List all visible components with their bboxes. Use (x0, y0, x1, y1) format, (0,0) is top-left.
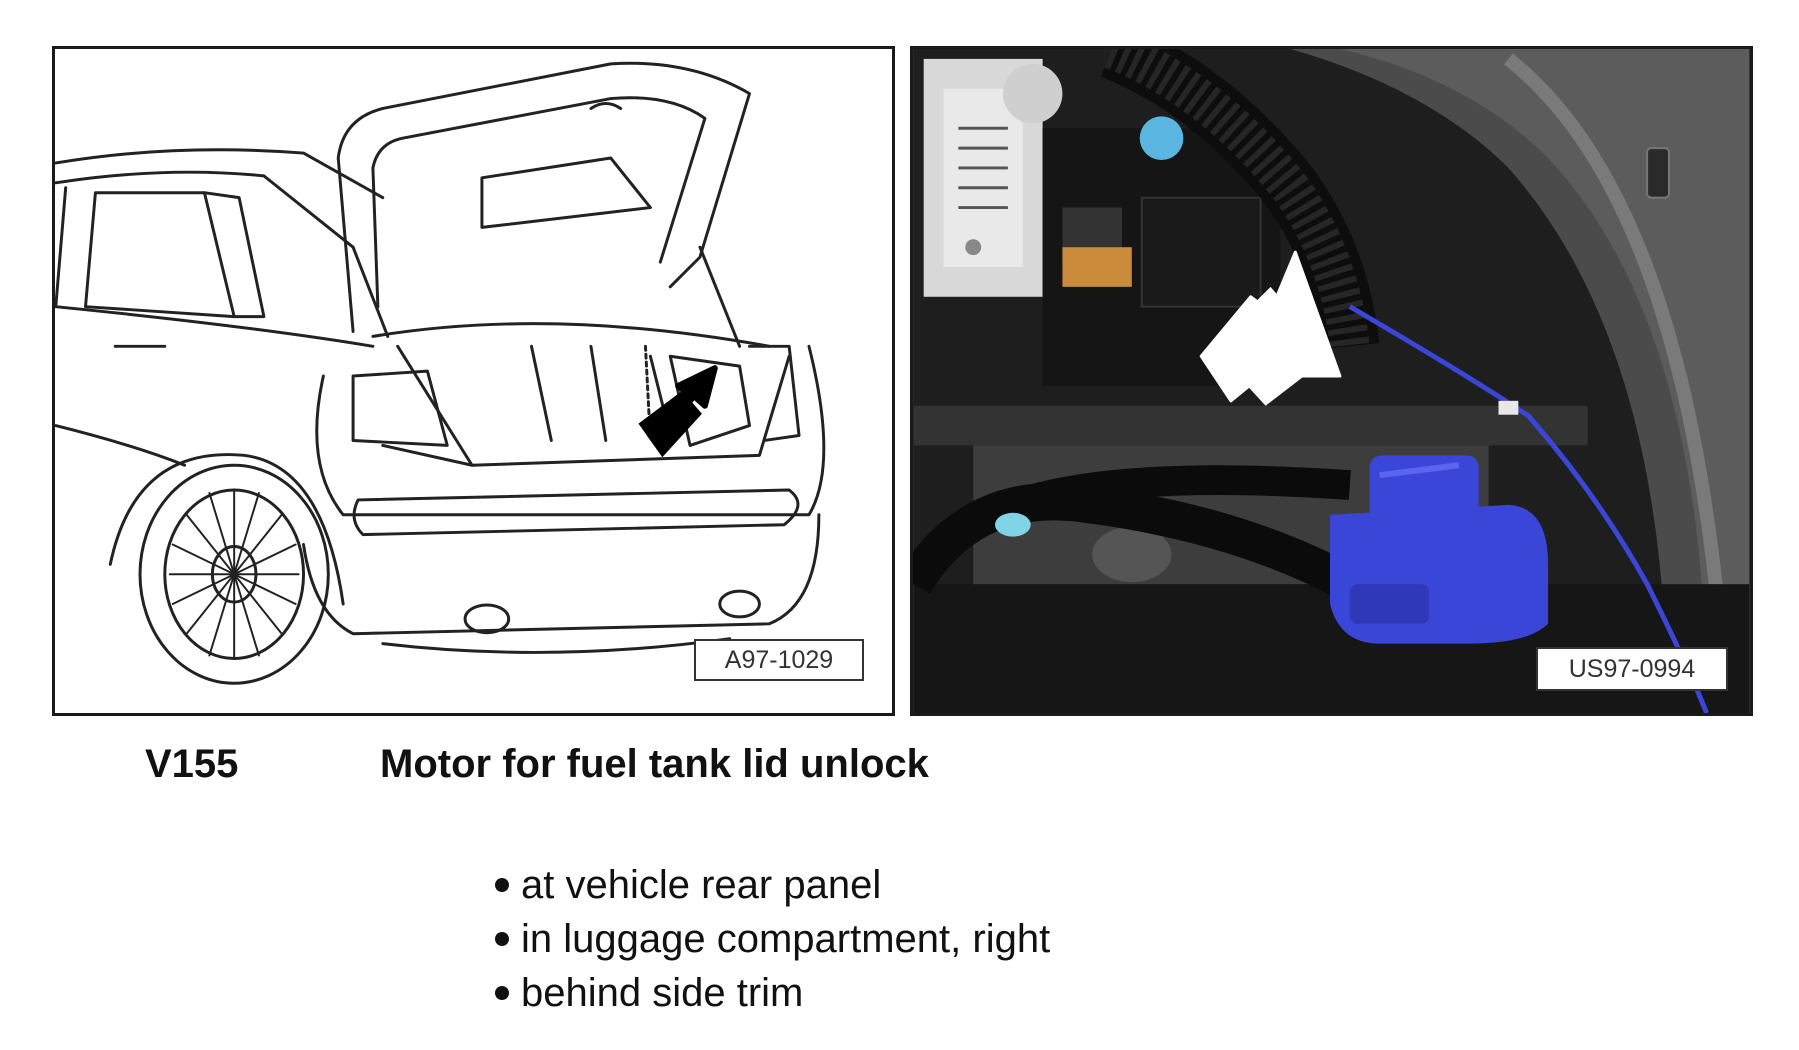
location-text: in luggage compartment, right (521, 917, 1051, 961)
figure-reference-code: A97-1029 (694, 639, 864, 681)
component-location-photo: US97-0994 (910, 46, 1753, 716)
trunk-interior-photo (913, 49, 1750, 713)
bullet-icon (495, 878, 509, 892)
list-item: behind side trim (495, 966, 1050, 1020)
list-item: in luggage compartment, right (495, 912, 1050, 966)
figure-reference-code: US97-0994 (1536, 647, 1728, 691)
component-code: V155 (145, 742, 239, 786)
location-list: at vehicle rear panel in luggage compart… (495, 858, 1050, 1020)
bullet-icon (495, 986, 509, 1000)
car-trunk-illustration: A97-1029 (52, 46, 895, 716)
car-line-drawing (55, 61, 826, 685)
component-description: Motor for fuel tank lid unlock (380, 742, 929, 786)
location-text: behind side trim (521, 971, 804, 1015)
bullet-icon (495, 932, 509, 946)
location-text: at vehicle rear panel (521, 863, 882, 907)
list-item: at vehicle rear panel (495, 858, 1050, 912)
